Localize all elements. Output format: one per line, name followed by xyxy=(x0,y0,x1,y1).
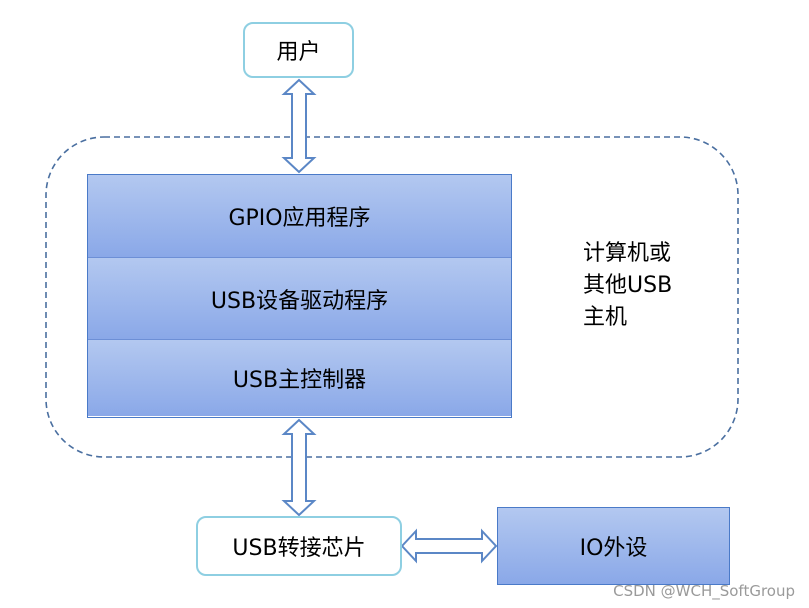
node-usb-bridge-chip: USB转接芯片 xyxy=(196,516,402,576)
node-usb-bridge-chip-label: USB转接芯片 xyxy=(232,536,366,561)
host-group-boundary xyxy=(45,136,739,458)
node-usb-host-controller: USB主控制器 xyxy=(88,339,511,416)
host-group-label-line-1: 计算机或 xyxy=(583,241,672,266)
node-user-label: 用户 xyxy=(276,40,321,65)
host-group-label-line-2: 其他USB xyxy=(583,273,673,298)
host-stack: GPIO应用程序 USB设备驱动程序 USB主控制器 xyxy=(87,174,512,418)
node-user: 用户 xyxy=(243,22,354,78)
node-gpio-app: GPIO应用程序 xyxy=(88,175,511,257)
edge-bridge-chip-io xyxy=(400,528,498,564)
edge-user-gpio-app xyxy=(281,78,317,174)
node-io-peripheral-label: IO外设 xyxy=(579,536,648,561)
node-usb-host-controller-label: USB主控制器 xyxy=(232,368,367,393)
node-gpio-app-label: GPIO应用程序 xyxy=(228,206,371,231)
node-usb-driver-label: USB设备驱动程序 xyxy=(210,288,389,314)
node-io-peripheral: IO外设 xyxy=(497,507,730,585)
host-group-label-line-3: 主机 xyxy=(583,305,628,330)
node-usb-driver: USB设备驱动程序 xyxy=(88,257,511,339)
edge-host-controller-bridge-chip xyxy=(281,418,317,517)
host-group-label: 计算机或 其他USB 主机 xyxy=(583,238,672,334)
watermark: CSDN @WCH_SoftGroup xyxy=(613,582,795,600)
